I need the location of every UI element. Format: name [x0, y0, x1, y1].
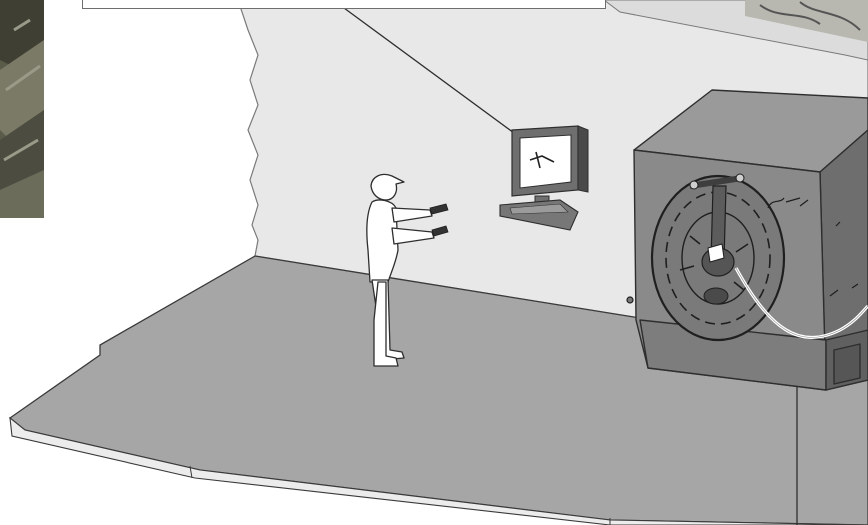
monitor-station [499, 125, 589, 231]
machine-door [650, 173, 786, 342]
photo-fragment-top-right [745, 0, 868, 42]
remote-control [429, 203, 449, 215]
operator-figure [366, 173, 435, 367]
remote-control-2 [431, 225, 449, 237]
floor-front-edge [9, 416, 868, 525]
callout-label-box [82, 0, 606, 9]
machine-markings [626, 197, 859, 304]
photo-inset [0, 0, 44, 218]
